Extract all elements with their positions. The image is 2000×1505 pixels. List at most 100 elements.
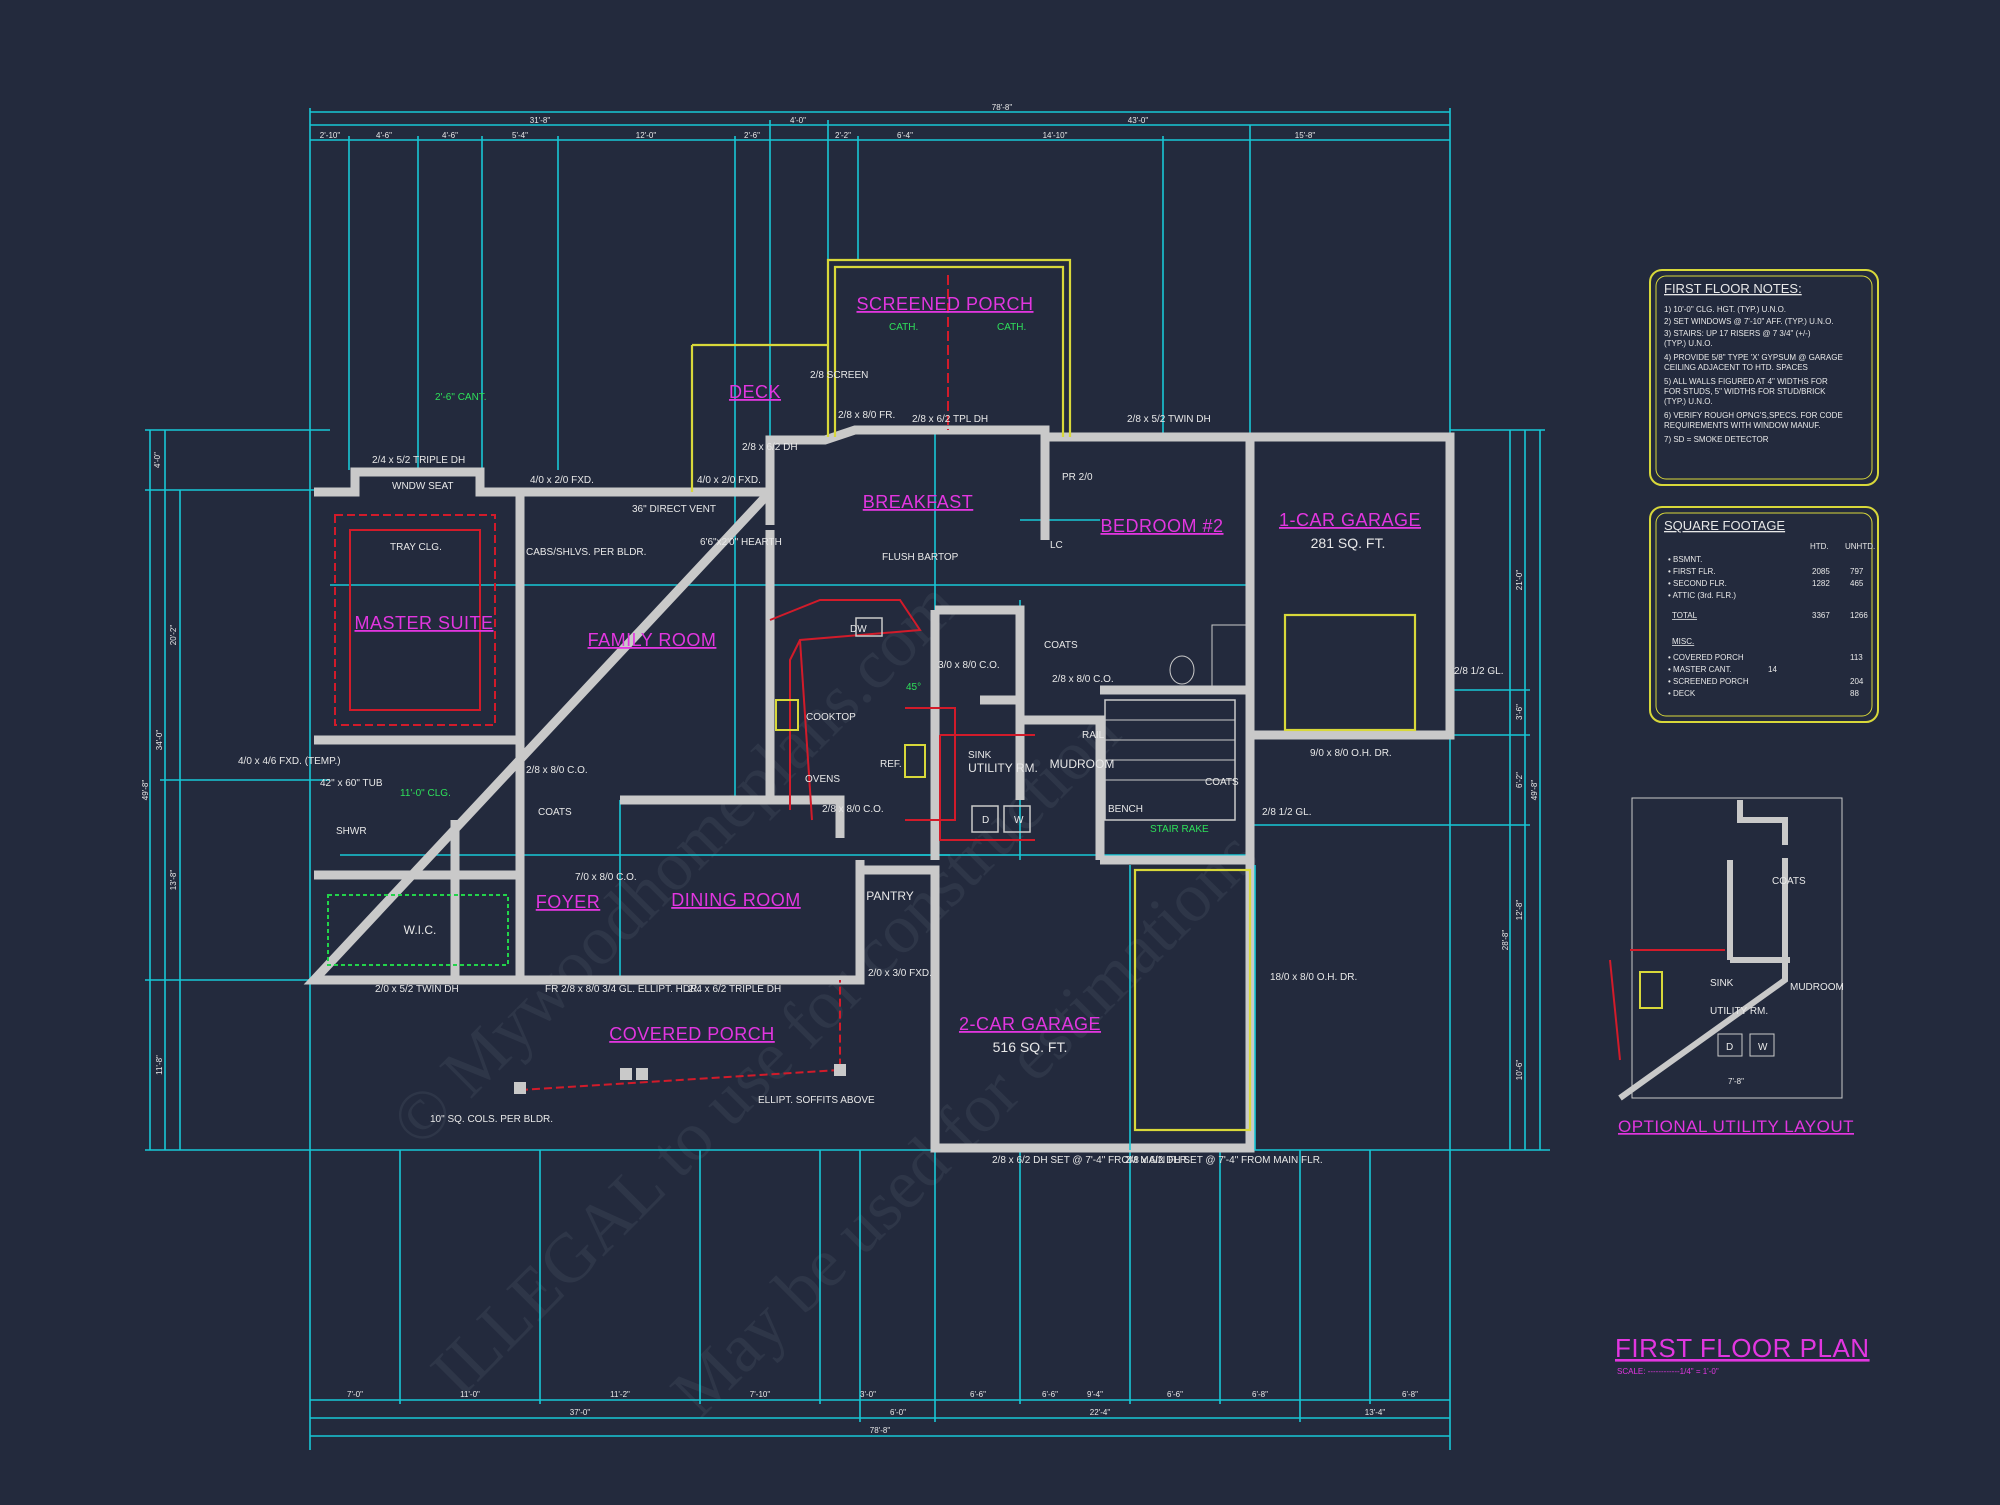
label-twin-dh-bot: 2/0 x 5/2 TWIN DH <box>375 984 459 995</box>
dim-bottom: 6'-8" <box>1402 1390 1418 1399</box>
sqft-misc-b: 204 <box>1850 677 1864 686</box>
label-coats: COATS <box>1205 777 1239 788</box>
label-oh-door: 18/0 x 8/0 O.H. DR. <box>1270 972 1357 983</box>
label-co: 2/8 x 8/0 C.O. <box>1052 674 1114 685</box>
label-fr: 2/8 x 8/0 FR. <box>838 410 895 421</box>
room-bedroom-2: BEDROOM #2 <box>1100 516 1223 536</box>
note-line: (TYP.) U.N.O. <box>1664 339 1713 348</box>
opt-sink: SINK <box>1710 978 1734 989</box>
dim-bottom: 22'-4" <box>1090 1408 1111 1417</box>
dim-bottom: 37'-0" <box>570 1408 591 1417</box>
label-cant: 2'-6" CANT. <box>435 392 487 403</box>
utility-room <box>939 734 1035 841</box>
label-shwr: SHWR <box>336 826 367 837</box>
dim-seg: 2'-2" <box>835 131 851 140</box>
sqft-row-unhtd: 797 <box>1850 567 1864 576</box>
room-wic: W.I.C. <box>404 923 437 937</box>
dim-right: 3'-6" <box>1515 704 1524 720</box>
label-co: 3/0 x 8/0 C.O. <box>938 660 1000 671</box>
label-twin-dh-top: 2/8 x 5/2 TWIN DH <box>1127 414 1211 425</box>
label-triple-dh: 2/4 x 5/2 TRIPLE DH <box>372 455 465 466</box>
dim-bottom: 3'-0" <box>860 1390 876 1399</box>
sqft-misc-label: • COVERED PORCH <box>1668 653 1744 662</box>
label-gl: 2/8 1/2 GL. <box>1454 666 1503 677</box>
dim-left: 13'-8" <box>169 870 178 891</box>
stairs <box>1104 624 1249 821</box>
dim-overall-bottom: 78'-8" <box>870 1426 891 1435</box>
label-tpl-dh: 2/8 x 6/2 TPL DH <box>912 414 988 425</box>
right-dimensions: 21'-0" 3'-6" 6'-2" 49'-8" 28'-8" 12'-8" … <box>1250 429 1545 1150</box>
label-flush-bartop: FLUSH BARTOP <box>882 552 959 563</box>
label-pr: PR 2/0 <box>1062 472 1093 483</box>
opt-utility: UTILITY RM. <box>1710 1006 1768 1017</box>
label-set: 2/8 x 6/2 DH SET @ 7'-4" FROM MAIN FLR. <box>1125 1155 1323 1166</box>
dim-seg: 12'-0" <box>636 131 657 140</box>
room-family-room: FAMILY ROOM <box>588 630 717 650</box>
notes-title: FIRST FLOOR NOTES: <box>1664 281 1802 296</box>
label-coats: COATS <box>538 807 572 818</box>
dim-right: 10'-6" <box>1515 1060 1524 1081</box>
garages <box>1129 613 1417 1150</box>
room-mudroom: MUDROOM <box>1050 757 1115 771</box>
dim-right: 28'-8" <box>1501 930 1510 951</box>
dim-left: 11'-8" <box>155 1055 164 1075</box>
note-line: 5) ALL WALLS FIGURED AT 4" WIDTHS FOR <box>1664 377 1828 386</box>
sheet-title-block: FIRST FLOOR PLAN SCALE: ------------1/4"… <box>1615 1333 1870 1376</box>
dim-bottom: 7'-10" <box>750 1390 771 1399</box>
label-tray-clg: TRAY CLG. <box>390 542 442 553</box>
garage1-sqft: 281 SQ. FT. <box>1311 535 1386 551</box>
label-tub: 42" x 60" TUB <box>320 778 383 789</box>
sqft-row-unhtd: 465 <box>1850 579 1864 588</box>
first-floor-notes: FIRST FLOOR NOTES: 1) 10'-0" CLG. HGT. (… <box>1649 269 1879 486</box>
dim-bottom: 7'-0" <box>347 1390 363 1399</box>
room-covered-porch: COVERED PORCH <box>609 1024 775 1044</box>
label-sink: SINK <box>968 750 992 761</box>
dim-bottom: 6'-6" <box>1042 1390 1058 1399</box>
label-angle: 45° <box>906 682 921 693</box>
dim-bottom: 11'-0" <box>460 1390 480 1399</box>
sqft-row-label: • SECOND FLR. <box>1668 579 1727 588</box>
sqft-misc-b: 88 <box>1850 689 1859 698</box>
opt-coats: COATS <box>1772 876 1806 887</box>
label-fxd-pantry: 2/0 x 3/0 FXD. <box>868 968 932 979</box>
dim-top-left: 31'-8" <box>530 116 551 125</box>
sqft-col-unhtd: UNHTD. <box>1845 542 1875 551</box>
room-2-car-garage: 2-CAR GARAGE <box>959 1014 1101 1034</box>
label-screen: 2/8 SCREEN <box>810 370 868 381</box>
watermark-line-1: © Mywoodhomeplans.com <box>377 566 972 1161</box>
label-coats: COATS <box>1044 640 1078 651</box>
note-line: CEILING ADJACENT TO HTD. SPACES <box>1664 363 1808 372</box>
label-ref: REF. <box>880 759 902 770</box>
dim-bottom: 6'-8" <box>1252 1390 1268 1399</box>
dim-bottom: 13'-4" <box>1365 1408 1386 1417</box>
sqft-title: SQUARE FOOTAGE <box>1664 518 1785 533</box>
note-line: 7) SD = SMOKE DETECTOR <box>1664 435 1769 444</box>
label-fxd: 4/0 x 2/0 FXD. <box>697 475 761 486</box>
label-lc: LC <box>1050 540 1063 551</box>
sheet-title: FIRST FLOOR PLAN <box>1615 1333 1870 1363</box>
sqft-row-label: • BSMNT. <box>1668 555 1702 564</box>
sqft-misc-label: • MASTER CANT. <box>1668 665 1732 674</box>
label-direct-vent: 36" DIRECT VENT <box>632 504 716 515</box>
label-fxd: 4/0 x 2/0 FXD. <box>530 475 594 486</box>
sqft-row-label: • FIRST FLR. <box>1668 567 1716 576</box>
dim-bottom: 6'-0" <box>890 1408 906 1417</box>
sqft-misc-label: • DECK <box>1668 689 1696 698</box>
dim-left: 4'-0" <box>153 452 162 468</box>
note-line: (TYP.) U.N.O. <box>1664 397 1713 406</box>
label-bench: BENCH <box>1108 804 1143 815</box>
sqft-row-htd: 1282 <box>1812 579 1830 588</box>
wic-shelving <box>327 894 509 966</box>
sqft-row-unhtd: 1266 <box>1850 611 1868 620</box>
note-line: 3) STAIRS: UP 17 RISERS @ 7 3/4" (+/-) <box>1664 329 1811 338</box>
label-cath: CATH. <box>997 322 1026 333</box>
room-deck: DECK <box>729 382 781 402</box>
dim-seg: 15'-8" <box>1295 131 1316 140</box>
label-co: 7/0 x 8/0 C.O. <box>575 872 637 883</box>
label-stair-rake: STAIR RAKE <box>1150 824 1209 835</box>
sqft-row-htd: 2085 <box>1812 567 1830 576</box>
sqft-row-label: • ATTIC (3rd. FLR.) <box>1668 591 1736 600</box>
walls <box>303 425 1455 1153</box>
covered-porch <box>514 980 846 1094</box>
